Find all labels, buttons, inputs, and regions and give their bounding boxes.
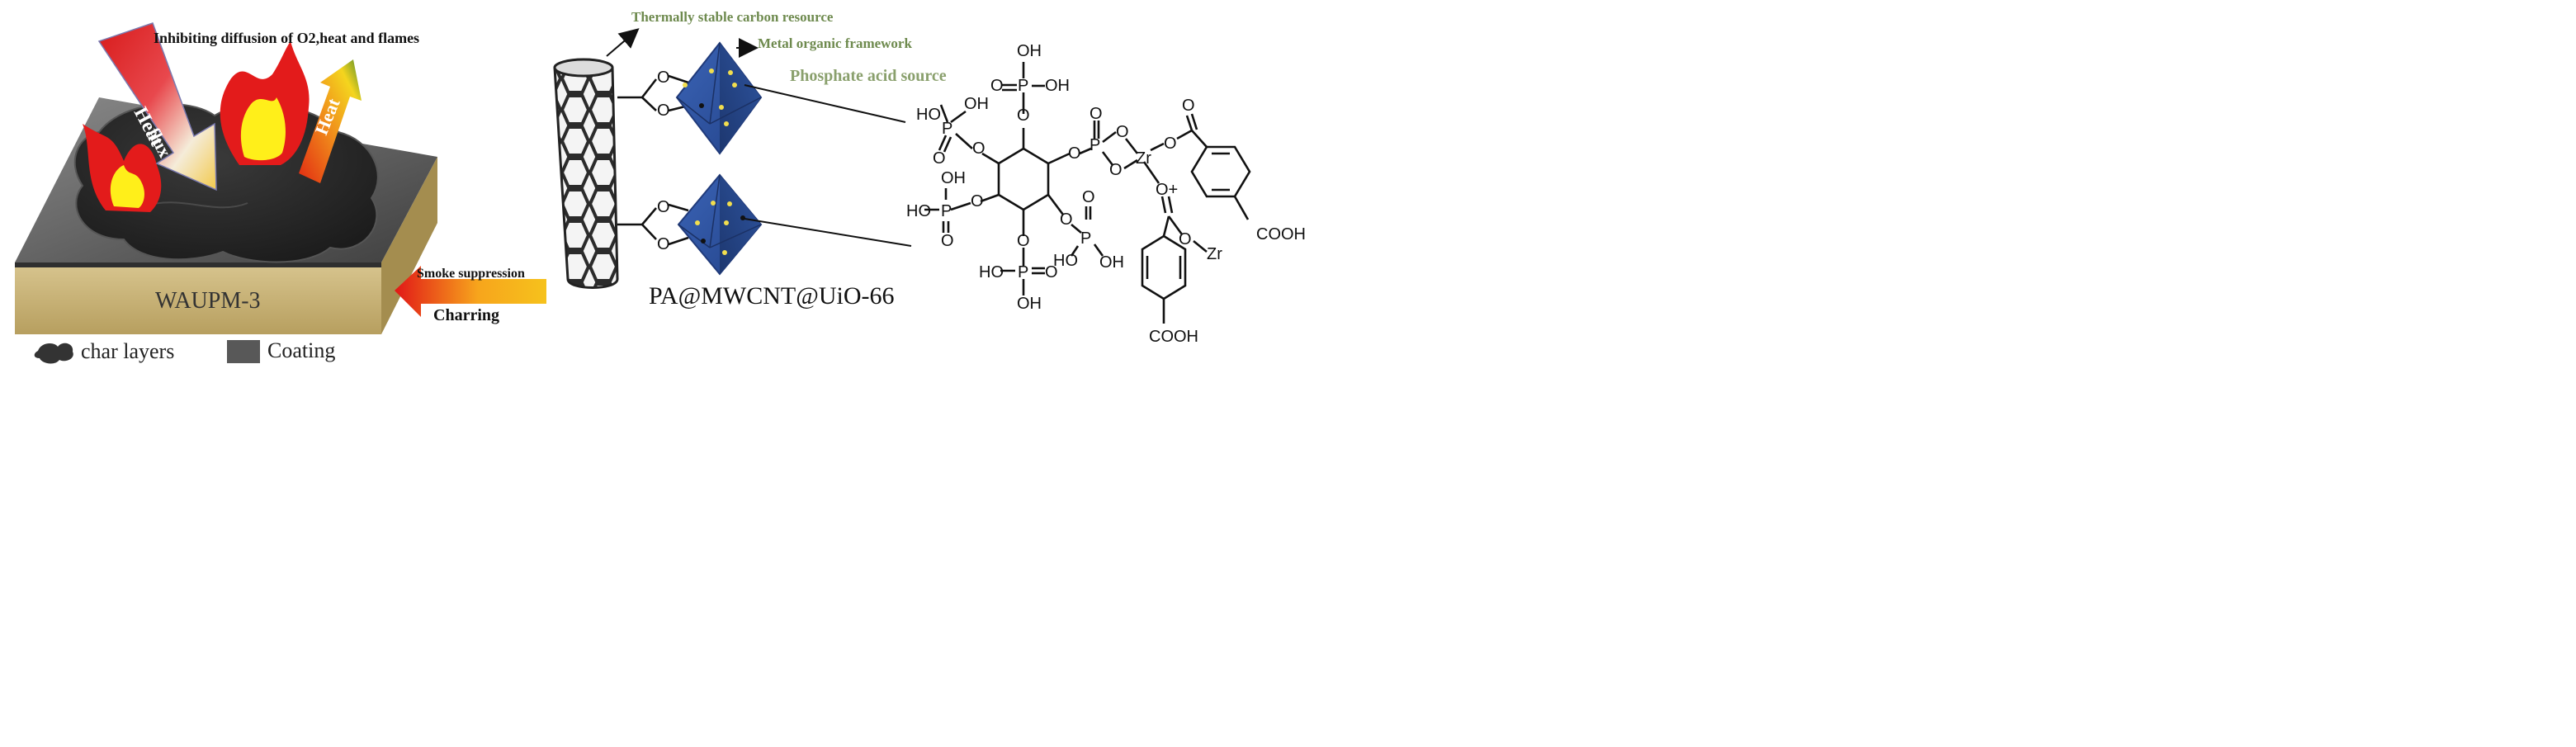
atom-o-link1: O	[657, 69, 670, 87]
char-layers-legend-swatch	[34, 343, 73, 364]
charring-label: Charring	[433, 306, 499, 324]
atom-o-right-lower-dbl: O	[1082, 188, 1095, 206]
flame-left	[83, 124, 162, 212]
linker-top	[617, 74, 689, 112]
carbon-source-pointer	[606, 28, 640, 57]
legend-char-layers-label: char layers	[81, 339, 174, 363]
mof-octahedron-bottom	[677, 173, 763, 276]
atom-o-bridge-1: O	[1116, 123, 1129, 141]
atom-o-link3: O	[657, 198, 670, 216]
atom-cooh-bottom: COOH	[1149, 328, 1198, 346]
composite-name-label: PA@MWCNT@UiO-66	[649, 282, 895, 310]
atom-o-bottom-ester: O	[1017, 232, 1030, 250]
atom-ho-left-upper: HO	[916, 106, 941, 124]
linker-bottom	[617, 203, 689, 246]
atom-o-plus: O+	[1156, 181, 1178, 199]
atom-o-top-ester: O	[1017, 106, 1030, 125]
atom-p-left-lower: P	[941, 202, 952, 220]
atom-oh-top: OH	[1017, 42, 1042, 60]
atom-p-right: P	[1089, 136, 1100, 154]
atom-o-link2: O	[657, 102, 670, 120]
mof-octahedron-top	[675, 41, 763, 155]
atom-ho-left-lower: HO	[906, 202, 931, 220]
atom-cooh-right: COOH	[1256, 225, 1306, 243]
atom-o-bottom-dbl: O	[1045, 263, 1058, 281]
atom-o-right-lower-ester: O	[1060, 210, 1073, 229]
inositol-ring	[997, 147, 1050, 211]
atom-p-top: P	[1018, 77, 1028, 95]
coating-name-label: WAUPM-3	[155, 288, 261, 314]
atom-p-right-lower: P	[1080, 229, 1091, 248]
atom-o-link4: O	[657, 235, 670, 253]
atom-zr-center: Zr	[1136, 149, 1151, 168]
atom-ho-bottom: HO	[979, 263, 1004, 281]
coating-legend-swatch	[227, 340, 260, 363]
atom-o-right-ester: O	[1068, 144, 1081, 163]
atom-p-bottom: P	[1018, 263, 1028, 281]
atom-o-carboxyl-2: O	[1179, 230, 1192, 248]
inhibition-headline: Inhibiting diffusion of O2,heat and flam…	[154, 30, 419, 46]
atom-oh-top-right: OH	[1045, 77, 1070, 95]
atom-o-carboxyl-1-dbl: O	[1182, 97, 1195, 115]
smoke-suppression-arrow	[395, 266, 546, 317]
atom-o-left-upper-ester: O	[972, 139, 985, 158]
atom-labels: OH O P OH O HO OH P O O OH HO P O O O HO…	[906, 42, 1306, 346]
atom-ho-right-lower: HO	[1053, 252, 1078, 270]
connector-bottom	[744, 218, 912, 247]
atom-oh-left-upper: OH	[964, 95, 989, 113]
atom-oh-left-lower: OH	[941, 169, 966, 187]
atom-o-top-dbl: O	[990, 77, 1004, 95]
connector-top	[744, 84, 906, 123]
carbon-nanotube	[553, 58, 619, 289]
atom-o-left-upper-dbl: O	[933, 149, 946, 168]
atom-oh-bottom: OH	[1017, 295, 1042, 313]
atom-o-bridge-2: O	[1109, 161, 1123, 179]
atom-o-left-lower-ester: O	[971, 192, 984, 210]
atom-p-left-upper: P	[942, 120, 952, 138]
smoke-suppression-label: Smoke suppression	[417, 267, 525, 281]
atom-o-right-dbl: O	[1089, 105, 1103, 123]
mof-label: Metal organic framework	[758, 35, 912, 51]
atom-o-carboxyl-1: O	[1164, 135, 1177, 153]
legend: char layers Coating	[34, 338, 335, 364]
legend-coating-label: Coating	[267, 338, 335, 362]
chemical-structure	[924, 62, 1251, 324]
atom-zr-bottom: Zr	[1207, 245, 1222, 263]
atom-oh-right-lower: OH	[1099, 253, 1124, 272]
carbon-source-label: Thermally stable carbon resource	[631, 9, 834, 25]
coating-front-face	[15, 262, 381, 334]
phosphate-label: Phosphate acid source	[790, 67, 947, 85]
atom-o-left-lower-dbl: O	[941, 232, 954, 250]
flame-center	[220, 41, 310, 165]
